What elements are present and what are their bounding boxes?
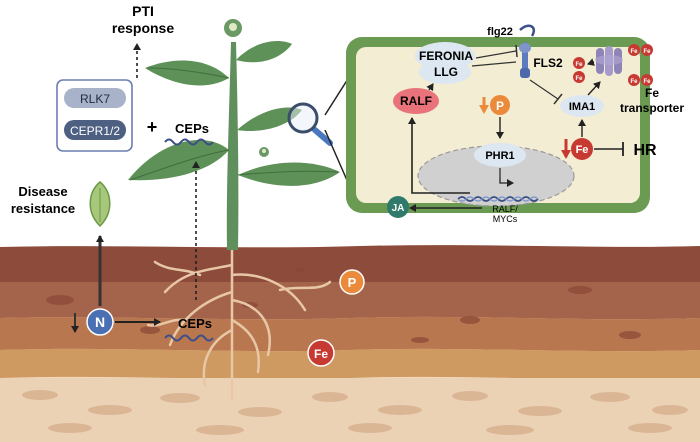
fe-transporter-label-line2: transporter	[620, 101, 684, 115]
fe-transporter	[595, 46, 623, 76]
svg-text:Fe: Fe	[630, 49, 638, 55]
flg22-label: flg22	[487, 26, 513, 38]
pti-label: PTI	[132, 3, 154, 19]
n-label: N	[95, 314, 105, 330]
fe-cell-label: Fe	[576, 144, 589, 156]
phosphate-cell-icon	[490, 95, 510, 115]
fe-import-arrow	[587, 58, 595, 66]
cep-peptide-soil-icon	[164, 334, 214, 342]
svg-text:Fe: Fe	[575, 76, 583, 82]
cepr-label: CEPR1/2	[70, 124, 120, 138]
ja-label: JA	[392, 203, 405, 214]
iron-icon	[307, 339, 335, 367]
svg-text:Fe: Fe	[643, 49, 651, 55]
gene-label-line2: MYCs	[493, 214, 518, 224]
hr-label: HR	[633, 142, 657, 159]
nitrogen-icon	[86, 308, 114, 336]
receptor-box: RLK7 CEPR1/2	[56, 79, 133, 152]
leaf	[238, 162, 340, 186]
iron-cell-icon	[571, 138, 593, 160]
leaf	[145, 60, 229, 86]
ima1-label: IMA1	[569, 101, 595, 113]
fe-soil-label: Fe	[314, 347, 328, 361]
ceps-soil-label: CEPs	[178, 316, 212, 331]
ralf-node	[393, 88, 439, 114]
llg-label: LLG	[434, 65, 458, 79]
fe-particles: Fe Fe Fe Fe Fe Fe	[573, 44, 653, 86]
cep-peptide-icon	[164, 138, 214, 146]
gene-label: RALF/	[492, 204, 518, 214]
ima1-to-transporter-arrow	[587, 81, 601, 96]
plant-shoot	[128, 19, 340, 250]
pti-label-line2: response	[112, 20, 174, 36]
cell	[346, 37, 650, 213]
promoter-arrow	[499, 178, 514, 187]
rlk7-label: RLK7	[80, 92, 110, 106]
svg-text:Fe: Fe	[643, 79, 651, 85]
inhibit-line	[475, 50, 517, 59]
phosphate-icon	[339, 269, 365, 295]
ceps-top-label: CEPs	[175, 121, 209, 136]
ja-icon	[387, 196, 409, 218]
disease-label-line2: resistance	[11, 201, 75, 216]
p-cell-label: P	[496, 99, 504, 113]
fls2-receptor	[519, 42, 531, 78]
gene-to-ralf-arrow	[408, 117, 470, 194]
flg22-icon	[519, 24, 536, 37]
leaf	[237, 107, 302, 132]
ralf-label: RALF	[400, 94, 432, 108]
ralf-to-feronia-arrow	[426, 83, 434, 92]
disease-label: Disease	[18, 184, 67, 199]
leaf	[236, 41, 292, 63]
phr1-label: PHR1	[485, 150, 514, 162]
fe-transporter-label: Fe	[645, 86, 659, 100]
magnifier-icon	[287, 102, 333, 146]
svg-text:Fe: Fe	[630, 79, 638, 85]
p-soil-label: P	[348, 275, 357, 290]
plus-sign: +	[147, 117, 158, 137]
leaf	[128, 140, 229, 181]
svg-text:Fe: Fe	[575, 62, 583, 68]
ima1-node	[560, 95, 604, 117]
feronia-label: FERONIA	[419, 49, 473, 63]
llg-receptor	[419, 60, 471, 84]
fls2-label: FLS2	[533, 56, 563, 70]
phr1-node	[474, 143, 526, 167]
